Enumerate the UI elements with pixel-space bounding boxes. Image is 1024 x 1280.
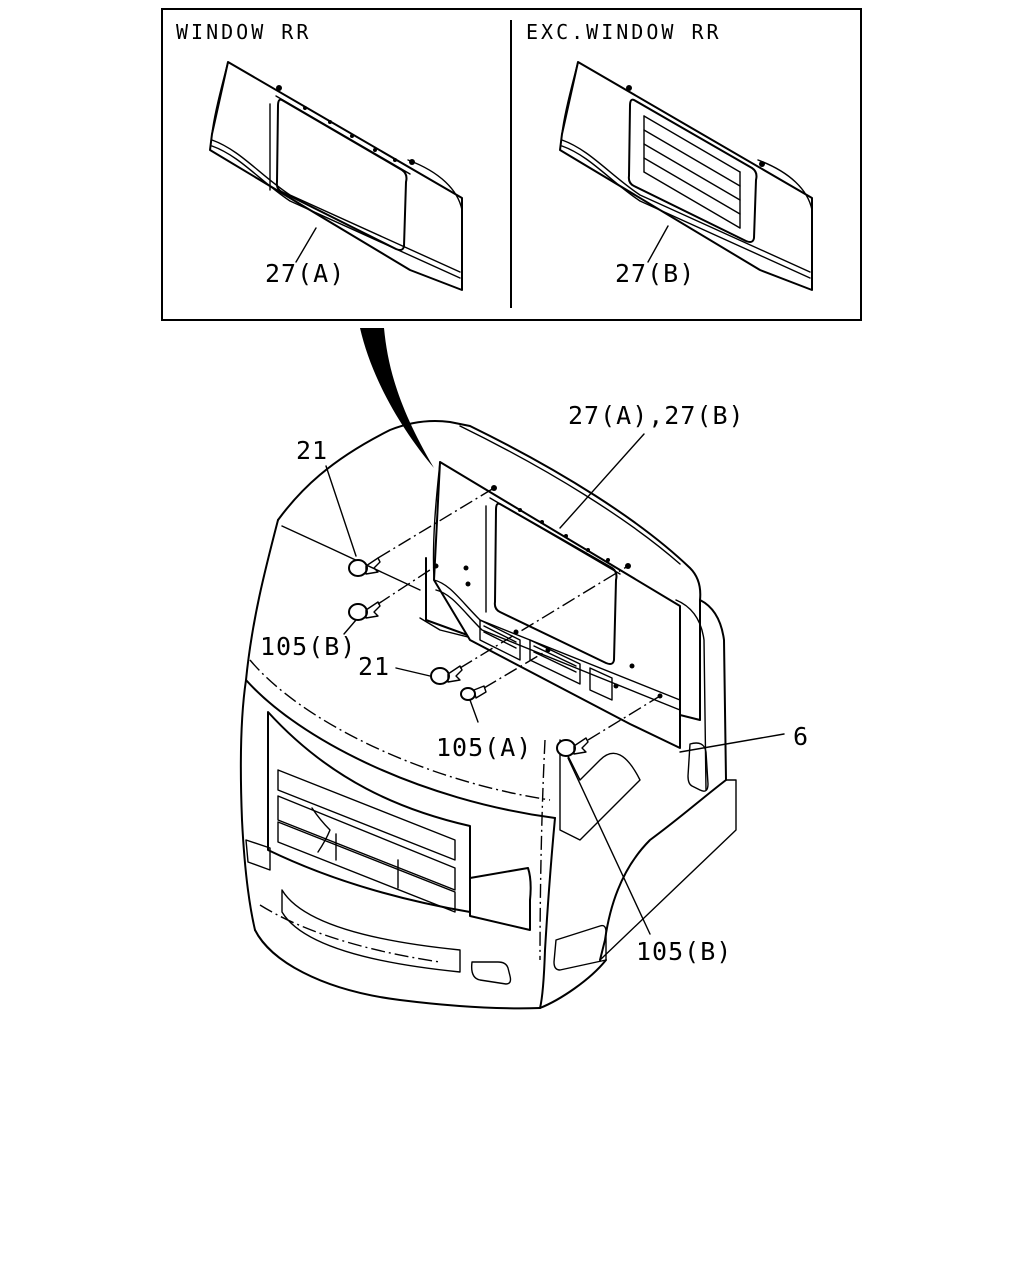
variant-inset: WINDOW RR EXC.WINDOW RR 27(A)	[161, 8, 862, 321]
label-27a-27b: 27(A),27(B)	[568, 401, 745, 430]
pointer-arrow	[360, 328, 434, 468]
panel-without-window-drawing	[559, 61, 813, 291]
label-105b-left: 105(B)	[260, 632, 356, 661]
label-6: 6	[793, 722, 809, 751]
label-27a-inset: 27(A)	[265, 259, 345, 288]
label-21-lower: 21	[358, 652, 390, 681]
label-27b-inset: 27(B)	[615, 259, 695, 288]
panel-with-window-drawing	[209, 61, 463, 291]
clip-105a	[460, 685, 487, 701]
clip-105b-right	[556, 737, 589, 757]
clip-105b-left	[348, 601, 381, 621]
label-21-upper: 21	[296, 436, 328, 465]
label-105a: 105(A)	[436, 733, 532, 762]
label-105b-right: 105(B)	[636, 937, 732, 966]
clip-21-upper	[348, 557, 381, 577]
inset-right-title: EXC.WINDOW RR	[526, 20, 722, 44]
inset-left-title: WINDOW RR	[176, 20, 311, 44]
clip-21-lower	[430, 665, 463, 685]
rear-panel-27-drawing	[432, 461, 681, 749]
